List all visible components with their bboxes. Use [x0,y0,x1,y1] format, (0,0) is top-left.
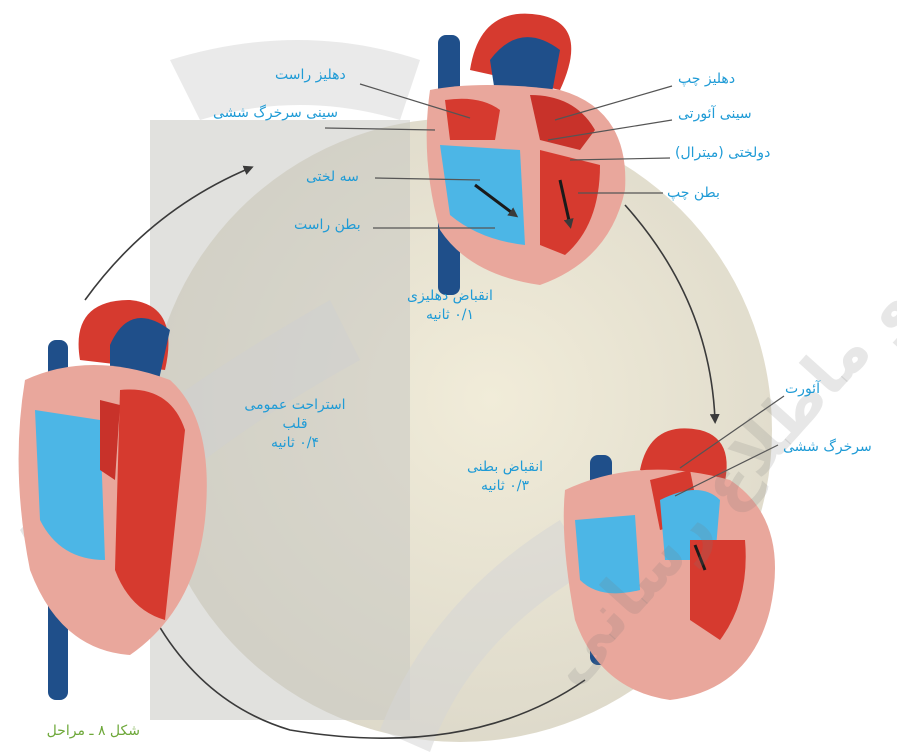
phase-atrial-contraction: انقباض دهلیزی ۰/۱ ثانیه [390,287,510,325]
label-aorta: آئورت [785,380,820,398]
label-mitral-valve: دولختی (میترال) [675,144,770,162]
label-pulmonary-valve: سینی سرخرگ ششی [213,104,338,122]
label-right-atrium: دهلیز راست [275,66,346,84]
label-left-atrium: دهلیز چپ [678,70,735,88]
phase-general-diastole: استراحت عمومی قلب ۰/۴ ثانیه [220,396,370,453]
label-aortic-valve: سینی آئورتی [678,105,752,123]
phase-atrial-name: انقباض دهلیزی [390,287,510,306]
label-pulmonary-artery: سرخرگ ششی [783,438,872,456]
label-right-ventricle: بطن راست [294,216,361,234]
phase-rest-name-line2: قلب [220,415,370,434]
label-tricuspid-valve: سه لختی [306,168,359,186]
phase-ventricular-contraction: انقباض بطنی ۰/۳ ثانیه [440,458,570,496]
figure-caption: شکل ۸ ـ مراحل [0,722,140,740]
phase-ventricular-name: انقباض بطنی [440,458,570,477]
phase-rest-duration: ۰/۴ ثانیه [220,434,370,453]
phase-rest-name-line1: استراحت عمومی [220,396,370,415]
label-left-ventricle: بطن چپ [667,184,720,202]
phase-atrial-duration: ۰/۱ ثانیه [390,306,510,325]
phase-ventricular-duration: ۰/۳ ثانیه [440,477,570,496]
